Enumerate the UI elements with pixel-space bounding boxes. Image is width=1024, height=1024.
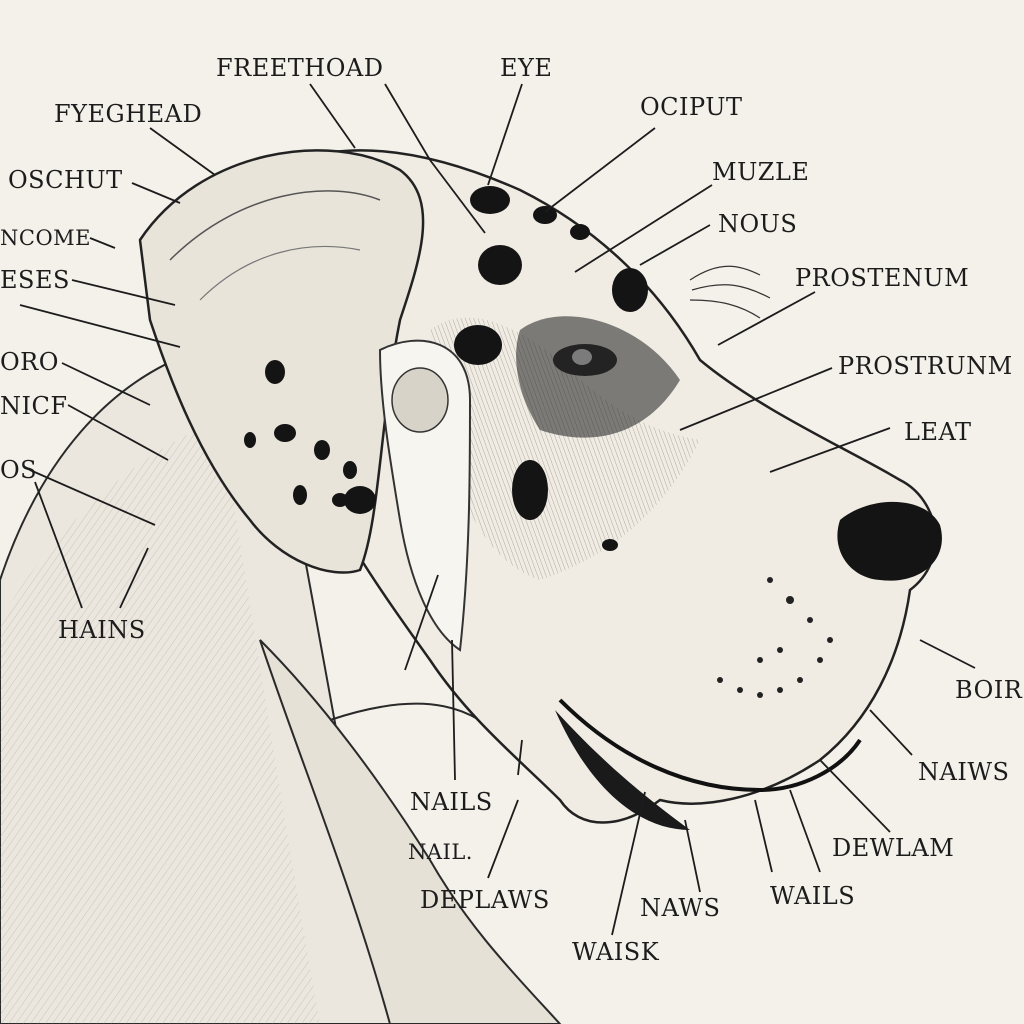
leader-naws	[684, 819, 701, 893]
label-nous: NOUS	[718, 210, 798, 238]
leader-skull	[404, 574, 439, 671]
leader-dewlam	[819, 759, 891, 833]
leader-waisk	[611, 791, 646, 936]
whisker-dots	[717, 577, 833, 698]
label-leat: LEAT	[904, 418, 972, 446]
whiskers	[689, 265, 771, 319]
leader-deplaws	[487, 799, 519, 879]
label-os: OS	[0, 456, 38, 484]
label-prostrunm: PROSTRUNM	[838, 352, 1013, 380]
leader-leat	[769, 427, 891, 473]
leader-os	[29, 469, 156, 526]
leader-muzle	[574, 184, 713, 273]
leader-eses-2	[19, 304, 181, 348]
nose	[837, 501, 942, 581]
label-hains: HAINS	[58, 616, 146, 644]
leader-prostenum	[717, 291, 816, 346]
leader-fyeghead	[149, 127, 216, 176]
neck-shading	[0, 420, 320, 1024]
label-ociput: OCIPUT	[640, 93, 743, 121]
leader-wails-2	[754, 799, 773, 873]
label-wails: WAILS	[770, 882, 856, 910]
eye-patch	[516, 316, 680, 438]
label-nails: NAILS	[410, 788, 493, 816]
coat-spots	[244, 186, 648, 551]
leader-oro	[61, 362, 151, 406]
leader-freethead-2	[384, 83, 431, 161]
leader-nous	[639, 224, 711, 266]
dewlap-outline	[259, 639, 562, 1024]
leader-nails	[451, 639, 456, 781]
leader-lines	[19, 83, 976, 936]
leader-oschut	[131, 182, 181, 204]
leader-ncome	[89, 237, 116, 249]
leader-naiws	[869, 709, 913, 756]
label-oschut: OSCHUT	[8, 166, 123, 194]
leader-boir	[919, 639, 976, 669]
label-naws: NAWS	[640, 894, 721, 922]
label-nail: NAIL.	[408, 840, 473, 864]
label-prostenum: PROSTENUM	[795, 264, 970, 292]
leader-wails	[789, 789, 821, 873]
label-muzle: MUZLE	[712, 158, 810, 186]
label-boir: BOIR	[955, 676, 1023, 704]
label-fyeghead: FYEGHEAD	[54, 100, 203, 128]
label-eses: ESES	[0, 266, 70, 294]
label-eye: EYE	[500, 54, 553, 82]
leader-ociput	[544, 127, 656, 213]
head-shading	[430, 317, 700, 580]
label-dewlam: DEWLAM	[832, 834, 955, 862]
leader-nicf	[67, 404, 169, 461]
label-waisk: WAISK	[572, 938, 660, 966]
leader-prostrunm	[679, 367, 833, 431]
label-ncome: NCOME	[0, 226, 91, 250]
label-nicf: NICF	[0, 392, 68, 420]
label-freethead: FREETHOAD	[216, 54, 384, 82]
leader-hains-1	[34, 481, 83, 609]
label-naiws: NAIWS	[918, 758, 1010, 786]
leader-hains-2	[119, 547, 149, 609]
leader-eses	[71, 279, 176, 306]
leader-eye	[487, 83, 523, 186]
label-deplaws: DEPLAWS	[420, 886, 550, 914]
leader-freethead	[309, 83, 356, 149]
leader-nails-2	[517, 739, 523, 776]
label-oro: ORO	[0, 348, 59, 376]
leader-ociput-2	[429, 159, 486, 234]
